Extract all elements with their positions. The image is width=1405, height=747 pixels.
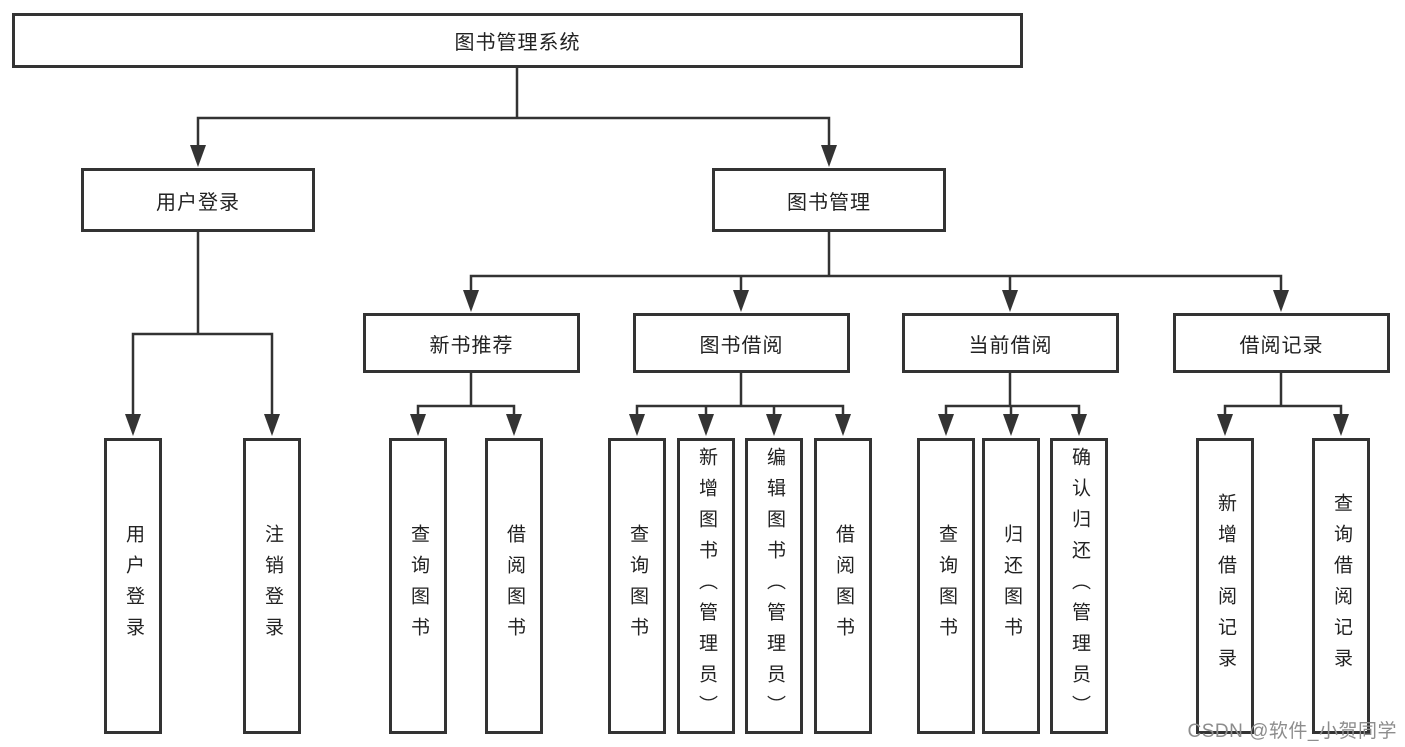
watermark: CSDN @软件_小贺同学 [1187, 721, 1397, 742]
connector-borrow-records-to-leaves [1217, 373, 1349, 436]
node-borrow-records: 借阅记录 [1173, 313, 1390, 373]
leaf-query-borrow-record: 查询借阅记录 [1312, 438, 1370, 734]
node-book-borrow: 图书借阅 [633, 313, 850, 373]
leaf-add-borrow-record: 新增借阅记录 [1196, 438, 1254, 734]
connector-current-borrow-to-leaves [938, 373, 1087, 436]
leaf-query-book-3: 查询图书 [917, 438, 975, 734]
leaf-query-book-1: 查询图书 [389, 438, 447, 734]
node-book-mgmt: 图书管理 [712, 168, 946, 232]
leaf-user-login: 用户登录 [104, 438, 162, 734]
leaf-add-book-admin: 新增图书（管理员） [677, 438, 735, 734]
leaf-borrow-book-1: 借阅图书 [485, 438, 543, 734]
node-current-borrow: 当前借阅 [902, 313, 1119, 373]
connector-user-login-to-leaves [125, 232, 280, 436]
connector-book-borrow-to-leaves [629, 373, 851, 436]
leaf-return-book: 归还图书 [982, 438, 1040, 734]
leaf-confirm-return-admin: 确认归还（管理员） [1050, 438, 1108, 734]
connector-book-mgmt-to-level3 [463, 232, 1289, 312]
leaf-logout: 注销登录 [243, 438, 301, 734]
connector-new-book-to-leaves [410, 373, 522, 436]
leaf-query-book-2: 查询图书 [608, 438, 666, 734]
leaf-edit-book-admin: 编辑图书（管理员） [745, 438, 803, 734]
node-new-book-recommend: 新书推荐 [363, 313, 580, 373]
node-user-login: 用户登录 [81, 168, 315, 232]
node-root-system: 图书管理系统 [12, 13, 1023, 68]
leaf-borrow-book-2: 借阅图书 [814, 438, 872, 734]
connector-root-to-level2 [190, 66, 837, 167]
